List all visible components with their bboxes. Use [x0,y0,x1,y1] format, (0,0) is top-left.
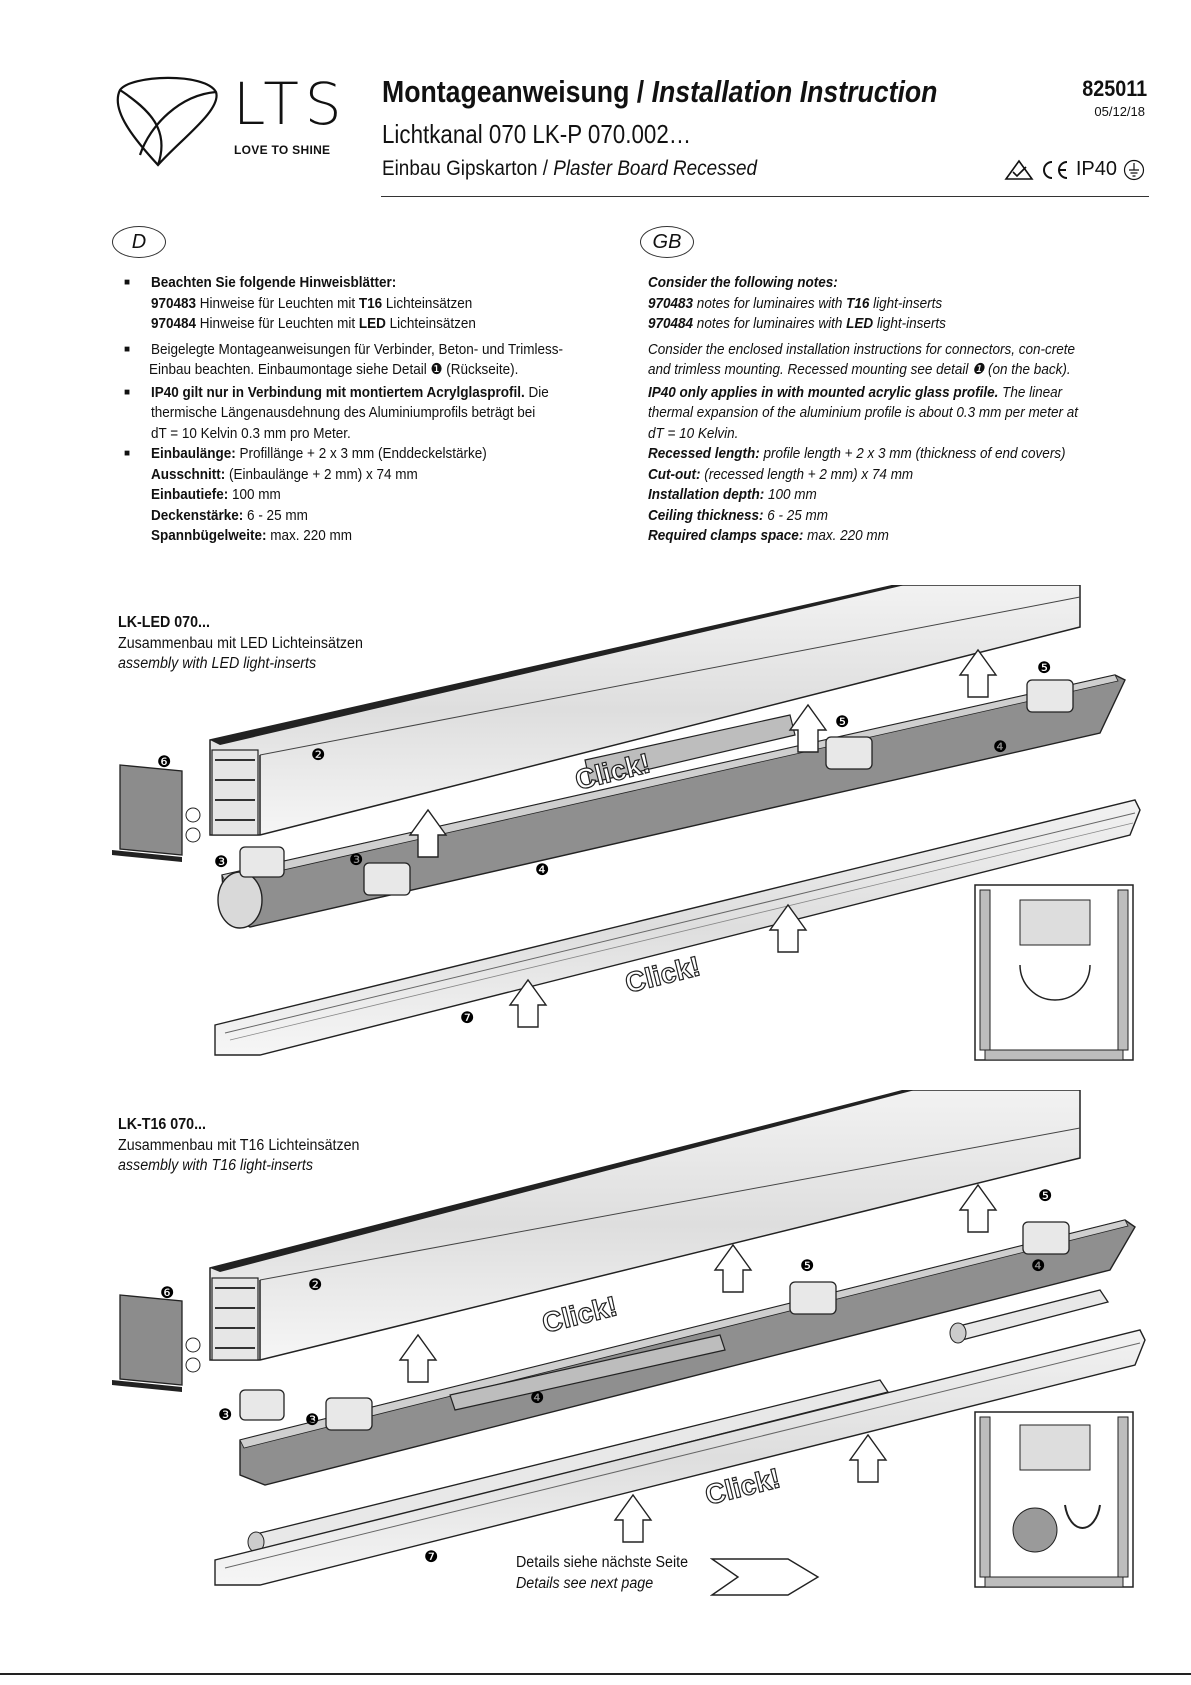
marker-4: ❹ [530,1390,544,1407]
marker-4: ❹ [993,739,1007,756]
t16-assembly-drawing: Click! Click! ❷ ❸ ❸ ❹ ❹ ❺ ❺ ❻ ❼ [112,1090,1146,1588]
connectors [239,679,1074,896]
lts-logo-mark [116,76,218,167]
marker-3: ❸ [349,852,363,869]
connectors [239,1221,1070,1431]
next-page-note: Details siehe nächste Seite Details see … [516,1553,703,1594]
acrylic-cover [214,1329,1146,1586]
language-badge-gb: GB [640,226,694,258]
led-cross-section [974,884,1134,1061]
ip-block-de: ■ IP40 gilt nur in Verbindung mit montie… [124,383,549,442]
t16-insert-tray [239,1219,1136,1486]
led-assembly-caption: LK-LED 070... Zusammenbau mit LED Lichte… [118,614,363,672]
mounting-type: Einbau Gipskarton / Plaster Board Recess… [382,157,758,180]
led-assembly-drawing: Click! Click! ❷ ❸ ❸ ❹ ❹ ❺ ❺ ❻ ❼ [112,585,1141,1061]
page-bottom-border [0,1673,1191,1675]
click-label: Click! [539,1290,620,1339]
document-number: 825011 [1082,76,1147,101]
channel-profile [209,585,1081,836]
marker-5: ❺ [1038,1188,1052,1205]
marker-5: ❺ [835,714,849,731]
enclosed-block-de: ■ Beigelegte Montageanweisungen für Verb… [124,340,564,379]
marker-3: ❸ [305,1412,319,1429]
certification-marks: IP40 [1004,158,1145,181]
english-instructions: Consider the following notes: 970483 not… [648,273,1168,547]
product-name: Lichtkanal 070 LK-P 070.002… [382,119,692,149]
header-divider [381,196,1149,197]
next-page-en: Details see next page [516,1574,654,1592]
marker-4: ❹ [535,862,549,879]
notes-block-de: ■ Beachten Sie folgende Hinweisblätter: … [124,274,476,332]
safety-mark-icon [1004,159,1034,180]
marker-6: ❻ [157,754,171,771]
marker-3: ❸ [218,1407,232,1424]
t16-cross-section [974,1411,1134,1588]
arrow-icons [408,648,998,1028]
marker-4: ❹ [1031,1258,1045,1275]
german-instructions: ■ Beachten Sie folgende Hinweisblätter: … [124,273,631,547]
marker-5: ❺ [1037,660,1051,677]
end-cap [112,1294,201,1392]
marker-2: ❷ [311,747,325,764]
document-date: 05/12/18 [1094,104,1145,119]
brand-tagline: LOVE TO SHINE [234,143,331,157]
t16-assembly-caption: LK-T16 070... Zusammenbau mit T16 Lichte… [118,1116,360,1174]
led-insert-tray [217,674,1126,929]
marker-2: ❷ [308,1277,322,1294]
marker-7: ❼ [460,1010,474,1027]
acrylic-cover [214,799,1141,1056]
enclosed-block-en: Consider the enclosed installation instr… [648,340,1075,379]
ce-mark-icon [1042,160,1067,179]
marker-7: ❼ [424,1549,438,1566]
end-cap [112,764,201,862]
marker-3: ❸ [214,854,228,871]
brand-wordmark: LTS [233,70,348,138]
marker-6: ❻ [160,1285,174,1302]
marker-5: ❺ [800,1258,814,1275]
language-badge-de: D [112,226,166,258]
notes-block-en: Consider the following notes: 970483 not… [648,274,946,332]
document-title: Montageanweisung / Installation Instruct… [382,74,938,109]
arrow-icons [398,1183,998,1543]
next-page-arrow-icon [710,1558,820,1596]
ip-rating: IP40 [1075,158,1117,180]
next-page-de: Details siehe nächste Seite [516,1554,689,1571]
channel-profile [209,1090,1081,1361]
dimensions-block-de: ■ Einbaulänge: Profillänge + 2 x 3 mm (E… [124,445,487,544]
protective-earth-icon [1123,159,1145,180]
dimensions-block-en: Recessed length: profile length + 2 x 3 … [648,445,1066,544]
ip-block-en: IP40 only applies in with mounted acryli… [648,383,1078,442]
